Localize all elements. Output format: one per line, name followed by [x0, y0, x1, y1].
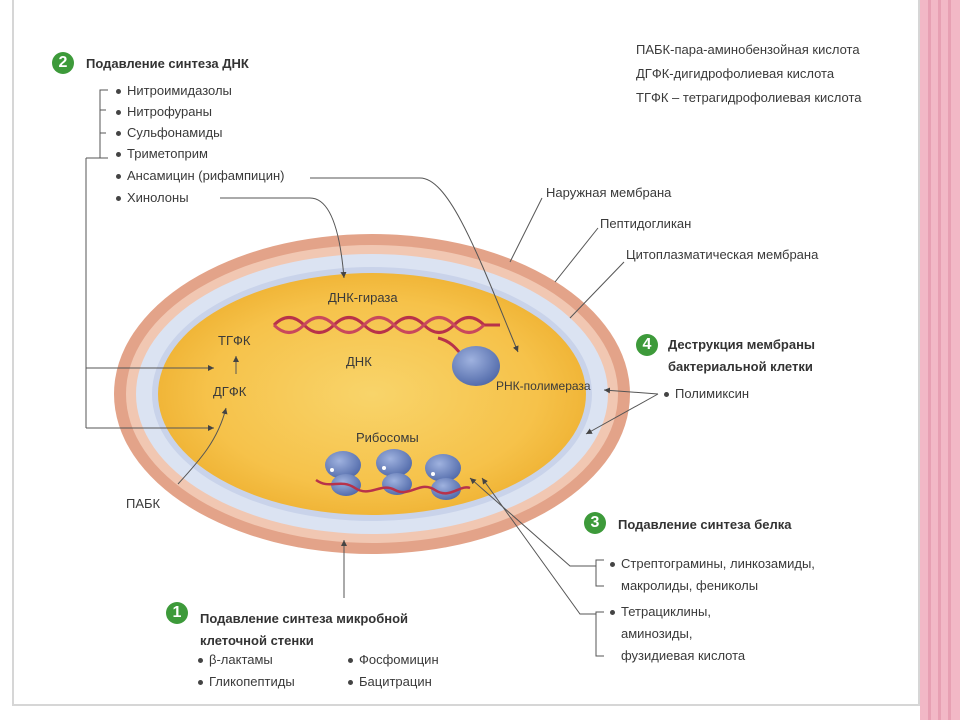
arrow-quinolones-to-gyrase	[220, 197, 347, 279]
arrow-pabk-to-dgfk	[177, 407, 228, 485]
border-stripe	[948, 0, 951, 720]
bullet-icon	[116, 110, 121, 116]
dgfk-label: ДГФК	[213, 384, 247, 399]
list-item: Бацитрацин	[348, 674, 432, 690]
border-stripe	[938, 0, 941, 720]
dna-strand-2	[272, 316, 486, 334]
bullet-icon	[198, 658, 203, 664]
list-item: β-лактамы	[198, 652, 273, 668]
list-item: Стрептограмины, линкозамиды,	[610, 556, 815, 572]
outer-membrane-leader	[509, 197, 543, 263]
list-item: Хинолоны	[116, 190, 189, 206]
rna-polymerase-label: РНК-полимераза	[496, 379, 591, 393]
legend-tgfk: ТГФК – тетрагидрофолиевая кислота	[636, 90, 862, 105]
list-item: Полимиксин	[664, 386, 749, 402]
section1-title-line1: Подавление синтеза микробной	[200, 611, 409, 626]
section3-badge: 3	[584, 512, 606, 534]
section4-title-line1: Деструкция мембраны	[668, 337, 816, 352]
bullet-icon	[116, 131, 121, 137]
bullet-icon	[116, 89, 121, 95]
bullet-icon	[198, 680, 203, 686]
gyrase-label: ДНК-гираза	[328, 290, 398, 305]
section1-title-line2: клеточной стенки	[200, 633, 314, 648]
section2-bracket	[85, 89, 108, 428]
bullet-icon	[664, 392, 669, 398]
border-stripe	[928, 0, 931, 720]
legend-pabk: ПАБК-пара-аминобензойная кислота	[636, 42, 860, 57]
ribosome	[376, 449, 412, 495]
bullet-icon	[116, 174, 121, 180]
cytoplasmic-membrane-label: Цитоплазматическая мембрана	[626, 247, 819, 262]
bullet-icon	[116, 196, 121, 202]
peptidoglycan-label: Пептидогликан	[600, 216, 692, 231]
list-item-continuation: аминозиды,	[621, 626, 693, 641]
list-item: Триметоприм	[116, 146, 208, 162]
bullet-icon	[348, 658, 353, 664]
ribosomes-label: Рибосомы	[356, 430, 419, 445]
pabk-label: ПАБК	[126, 496, 161, 511]
slide-border-band	[920, 0, 960, 720]
bullet-icon	[610, 562, 615, 568]
list-item: Фосфомицин	[348, 652, 439, 668]
section1-badge: 1	[166, 602, 188, 624]
bullet-icon	[610, 610, 615, 616]
list-item: Ансамицин (рифампицин)	[116, 168, 284, 184]
section4-badge: 4	[636, 334, 658, 356]
list-item: Сульфонамиды	[116, 125, 222, 141]
bullet-icon	[348, 680, 353, 686]
list-item-continuation: макролиды, фениколы	[621, 578, 759, 593]
ribosome	[425, 454, 461, 500]
arrow-polymyxin-2	[585, 393, 659, 435]
list-item: Нитроимидазолы	[116, 83, 232, 99]
outer-membrane-label: Наружная мембрана	[546, 185, 672, 200]
legend-dgfk: ДГФК-дигидрофолиевая кислота	[636, 66, 835, 81]
section4-title-line2: бактериальной клетки	[668, 359, 813, 374]
arrow-polymyxin-1	[603, 387, 659, 395]
section3-title: Подавление синтеза белка	[618, 517, 792, 532]
bullet-icon	[116, 152, 121, 158]
arrow-group2-to-ribosome	[481, 477, 596, 615]
list-item: Гликопептиды	[198, 674, 295, 690]
cytoplasmic-membrane-leader	[569, 261, 625, 319]
tgfk-label: ТГФК	[218, 333, 251, 348]
section3-brackets	[595, 559, 604, 657]
mrna-strand	[315, 478, 471, 495]
list-item-continuation: фузидиевая кислота	[621, 648, 746, 663]
rna-polymerase-shape	[452, 346, 500, 386]
arrow-rifampicin-to-rna-polymerase	[310, 177, 519, 353]
peptidoglycan-leader	[554, 227, 599, 283]
cytoplasm	[158, 273, 586, 515]
dna-label: ДНК	[346, 354, 372, 369]
list-item: Нитрофураны	[116, 104, 212, 120]
section2-title: Подавление синтеза ДНК	[86, 56, 249, 71]
slide-frame	[12, 0, 920, 706]
ribosome	[325, 451, 361, 496]
list-item: Тетрациклины,	[610, 604, 711, 620]
section2-badge: 2	[52, 52, 74, 74]
